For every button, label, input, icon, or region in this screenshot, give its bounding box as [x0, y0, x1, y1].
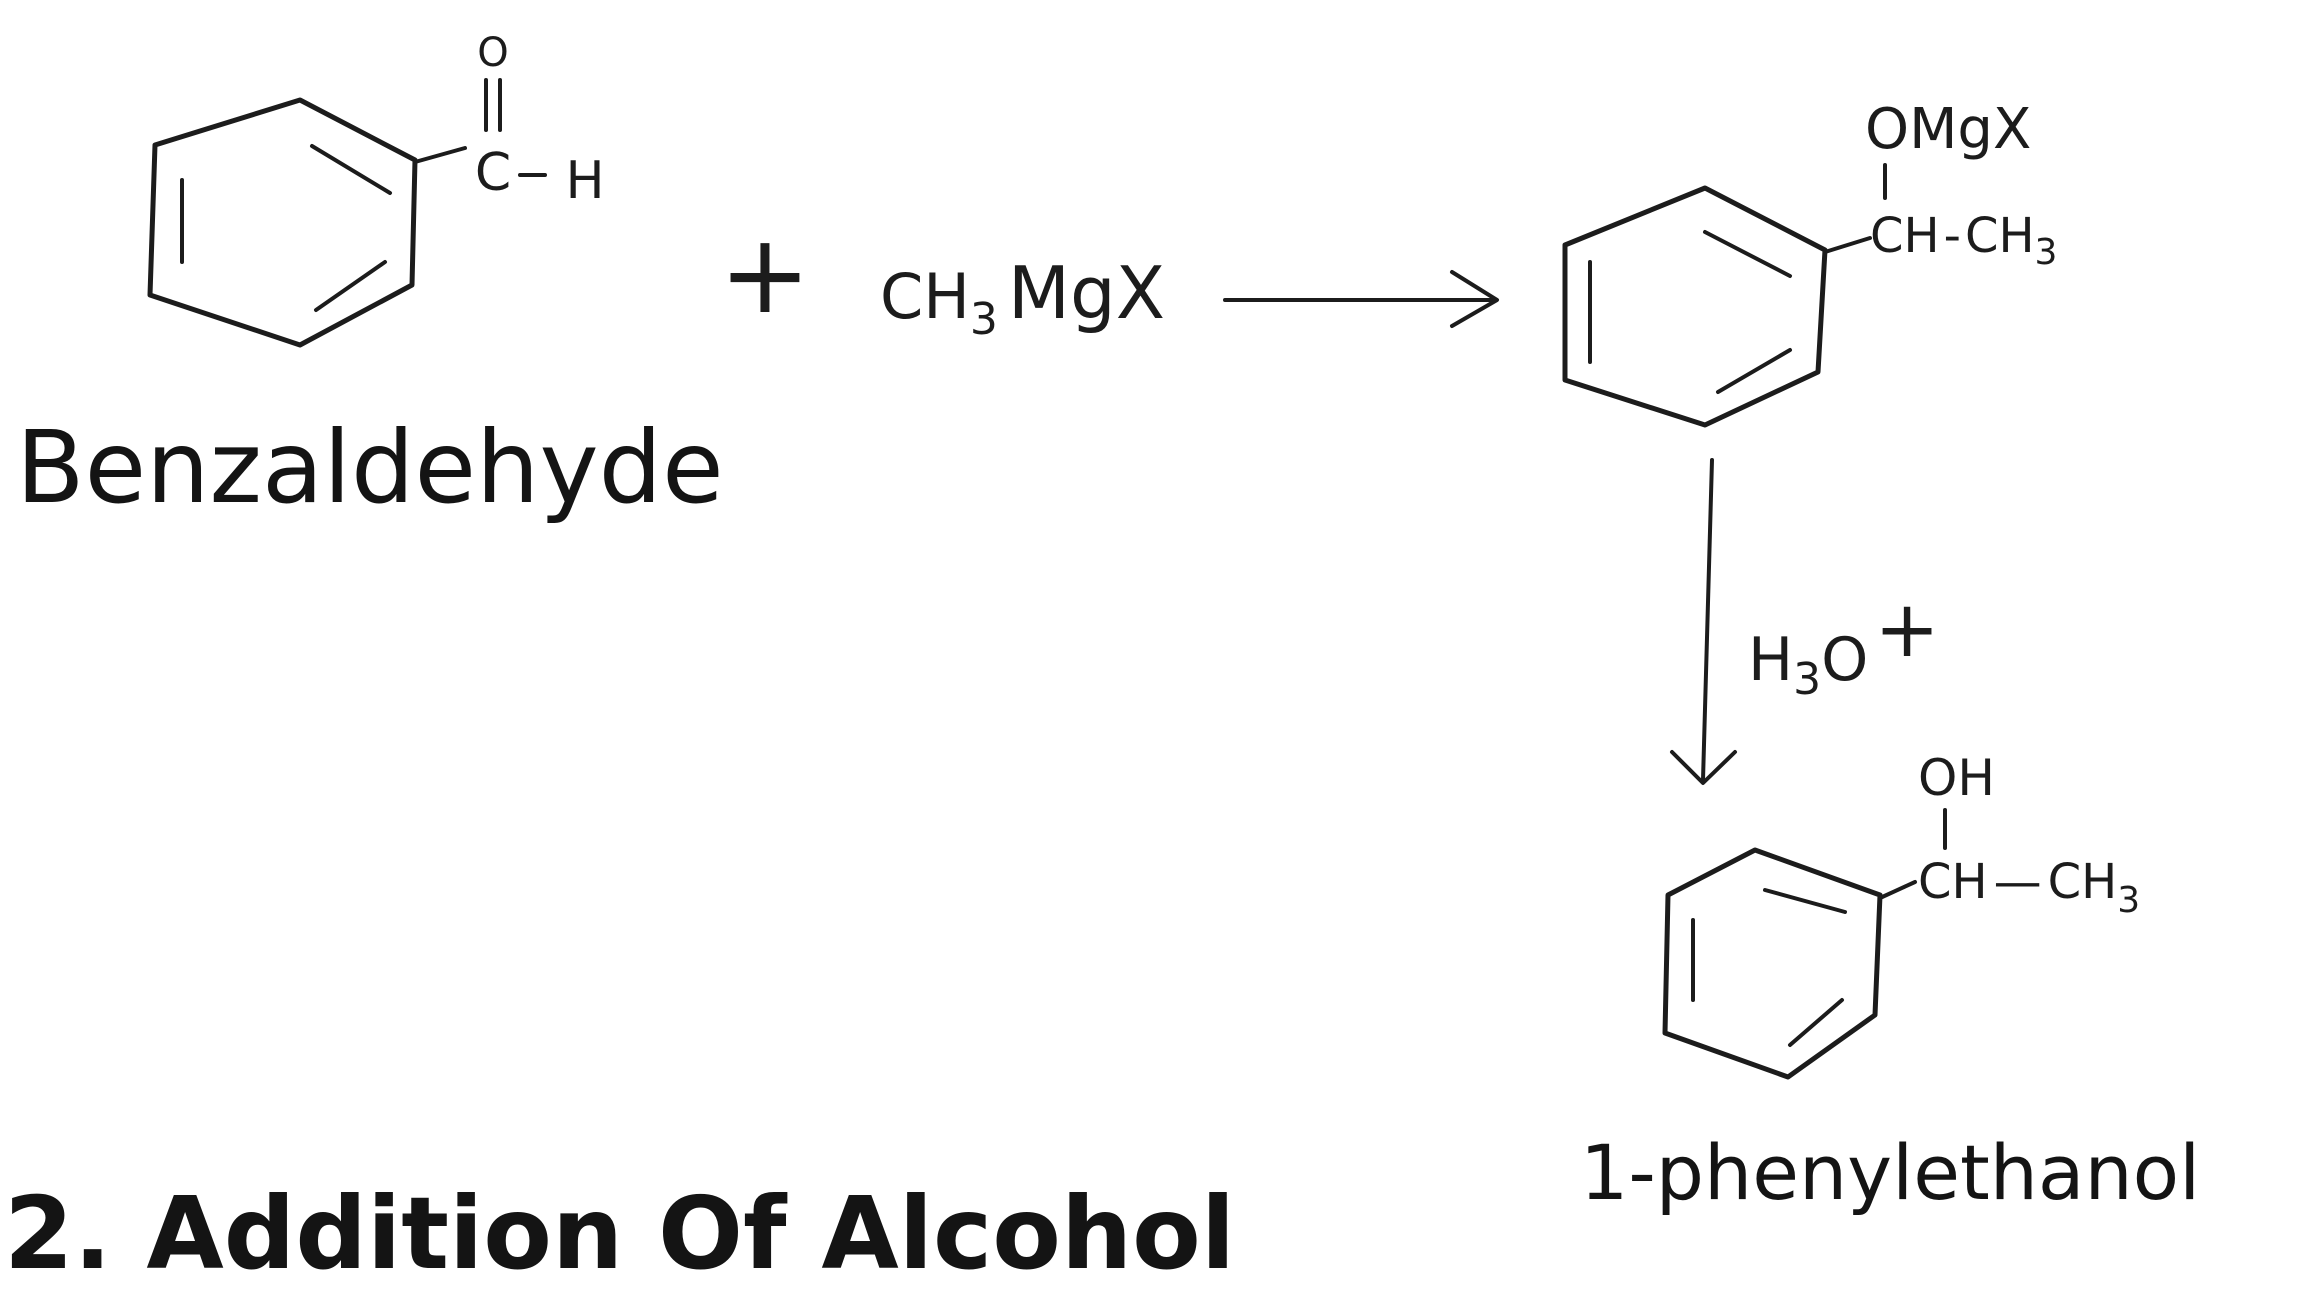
product-dash: — [1994, 854, 2042, 910]
intermediate-subscript-3: 3 [2035, 232, 2058, 273]
product-structure: OH CH—CH3 [1662, 749, 2140, 1080]
product-ring-to-carbon-bond [1878, 880, 1917, 900]
intermediate-ch3: CH [1965, 208, 2035, 264]
intermediate-dash: - [1944, 208, 1961, 264]
benzaldehyde-name-label: Benzaldehyde [16, 409, 724, 526]
product-inner-bond-2 [1788, 998, 1844, 1047]
intermediate-inner-bond-1 [1703, 230, 1792, 278]
carbonyl-carbon-label: C [475, 143, 511, 203]
reaction-arrow-down [1670, 458, 1737, 785]
aldehyde-hydrogen-label: H [565, 151, 604, 211]
product-side-chain: CH—CH3 [1918, 854, 2140, 921]
h3o-plus: + [1874, 585, 1939, 675]
h3o-o: O [1821, 625, 1868, 695]
hydrolysis-reagent: H3O+ [1748, 585, 1940, 705]
grignard-mgx: MgX [1008, 251, 1165, 335]
grignard-ch: CH [880, 260, 970, 333]
product-inner-bond-1 [1763, 888, 1847, 914]
section-heading: 2. Addition Of Alcohol [4, 1175, 1236, 1292]
product-ring [1662, 847, 1883, 1080]
product-ch: CH [1918, 854, 1988, 910]
plus-sign: + [719, 210, 811, 338]
product-subscript-3: 3 [2117, 880, 2140, 921]
benzaldehyde-structure: O C H [147, 30, 605, 348]
intermediate-inner-bond-2 [1716, 348, 1792, 394]
benzaldehyde-inner-bond-1 [310, 144, 392, 195]
intermediate-ring-to-carbon-bond [1823, 236, 1872, 254]
h3o-h: H [1748, 625, 1793, 695]
benzaldehyde-ring [147, 97, 418, 348]
product-oh-label: OH [1918, 749, 1995, 807]
carbonyl-oxygen-label: O [477, 30, 508, 76]
h3o-subscript-3: 3 [1793, 654, 1821, 705]
intermediate-ch: CH [1870, 208, 1940, 264]
benzaldehyde-inner-bond-2 [314, 260, 387, 312]
intermediate-structure: OMgX CH-CH3 [1562, 97, 2057, 428]
product-name-label: 1-phenylethanol [1580, 1128, 2201, 1217]
product-ch3: CH [2048, 854, 2118, 910]
reaction-arrow-right [1223, 270, 1499, 328]
intermediate-side-chain: CH-CH3 [1870, 208, 2057, 273]
intermediate-omgx-label: OMgX [1865, 97, 2031, 162]
intermediate-ring [1562, 185, 1828, 428]
grignard-subscript-3: 3 [970, 294, 998, 345]
benzaldehyde-ring-to-carbon-bond [413, 146, 467, 164]
